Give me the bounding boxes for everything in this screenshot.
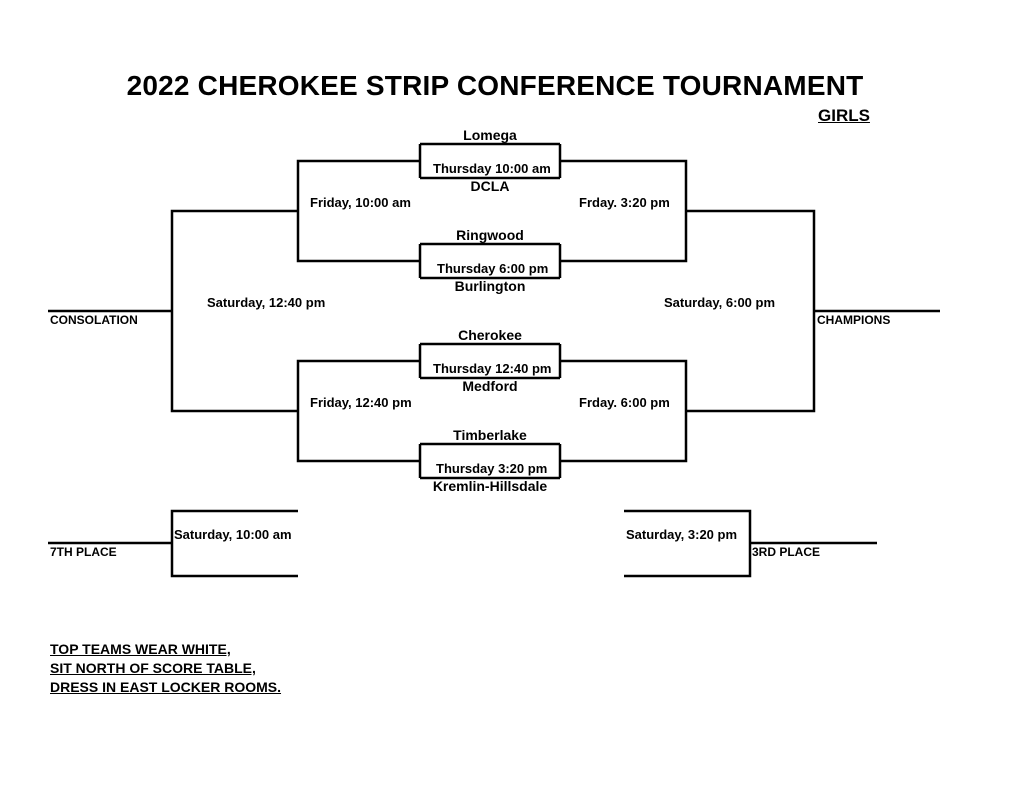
winner-semi-bottom <box>560 359 688 463</box>
team-ringwood: Ringwood <box>456 227 524 243</box>
third-place-label: 3RD PLACE <box>752 545 821 559</box>
note-line: SIT NORTH OF SCORE TABLE, <box>50 660 256 676</box>
third-place-bracket <box>624 509 752 578</box>
team-medford: Medford <box>462 378 518 394</box>
page-title: 2022 CHEROKEE STRIP CONFERENCE TOURNAMEN… <box>126 70 864 101</box>
game1-time: Thursday 10:00 am <box>433 161 551 176</box>
notes: TOP TEAMS WEAR WHITE, SIT NORTH OF SCORE… <box>50 640 281 697</box>
consolation-final-time: Saturday, 12:40 pm <box>207 295 326 310</box>
championship-final <box>686 209 816 413</box>
consolation-semi-top-time: Friday, 10:00 am <box>310 195 411 210</box>
seventh-place-bracket <box>170 509 298 578</box>
note-line: TOP TEAMS WEAR WHITE, <box>50 641 231 657</box>
seventh-place-time: Saturday, 10:00 am <box>174 527 292 542</box>
division-label: GIRLS <box>818 106 870 125</box>
consolation-label: CONSOLATION <box>50 313 138 327</box>
winner-semi-top <box>560 159 688 263</box>
game3-time: Thursday 12:40 pm <box>433 361 552 376</box>
consolation-semi-bottom <box>296 359 420 463</box>
champions-label: CHAMPIONS <box>817 313 891 327</box>
consolation-semi-top <box>296 159 420 263</box>
seventh-place-label: 7TH PLACE <box>50 545 117 559</box>
team-dcla: DCLA <box>470 178 510 194</box>
game4-time: Thursday 3:20 pm <box>436 461 548 476</box>
game2-time: Thursday 6:00 pm <box>437 261 549 276</box>
consolation-final <box>170 209 298 413</box>
team-lomega: Lomega <box>463 127 517 143</box>
team-cherokee: Cherokee <box>458 327 522 343</box>
team-kremlin-hillsdale: Kremlin-Hillsdale <box>432 478 548 494</box>
team-burlington: Burlington <box>454 278 526 294</box>
consolation-semi-bottom-time: Friday, 12:40 pm <box>310 395 412 410</box>
team-timberlake: Timberlake <box>453 427 527 443</box>
winner-semi-top-time: Frday. 3:20 pm <box>579 195 670 210</box>
third-place-time: Saturday, 3:20 pm <box>626 527 738 542</box>
championship-time: Saturday, 6:00 pm <box>664 295 776 310</box>
winner-semi-bottom-time: Frday. 6:00 pm <box>579 395 670 410</box>
note-line: DRESS IN EAST LOCKER ROOMS. <box>50 679 282 695</box>
